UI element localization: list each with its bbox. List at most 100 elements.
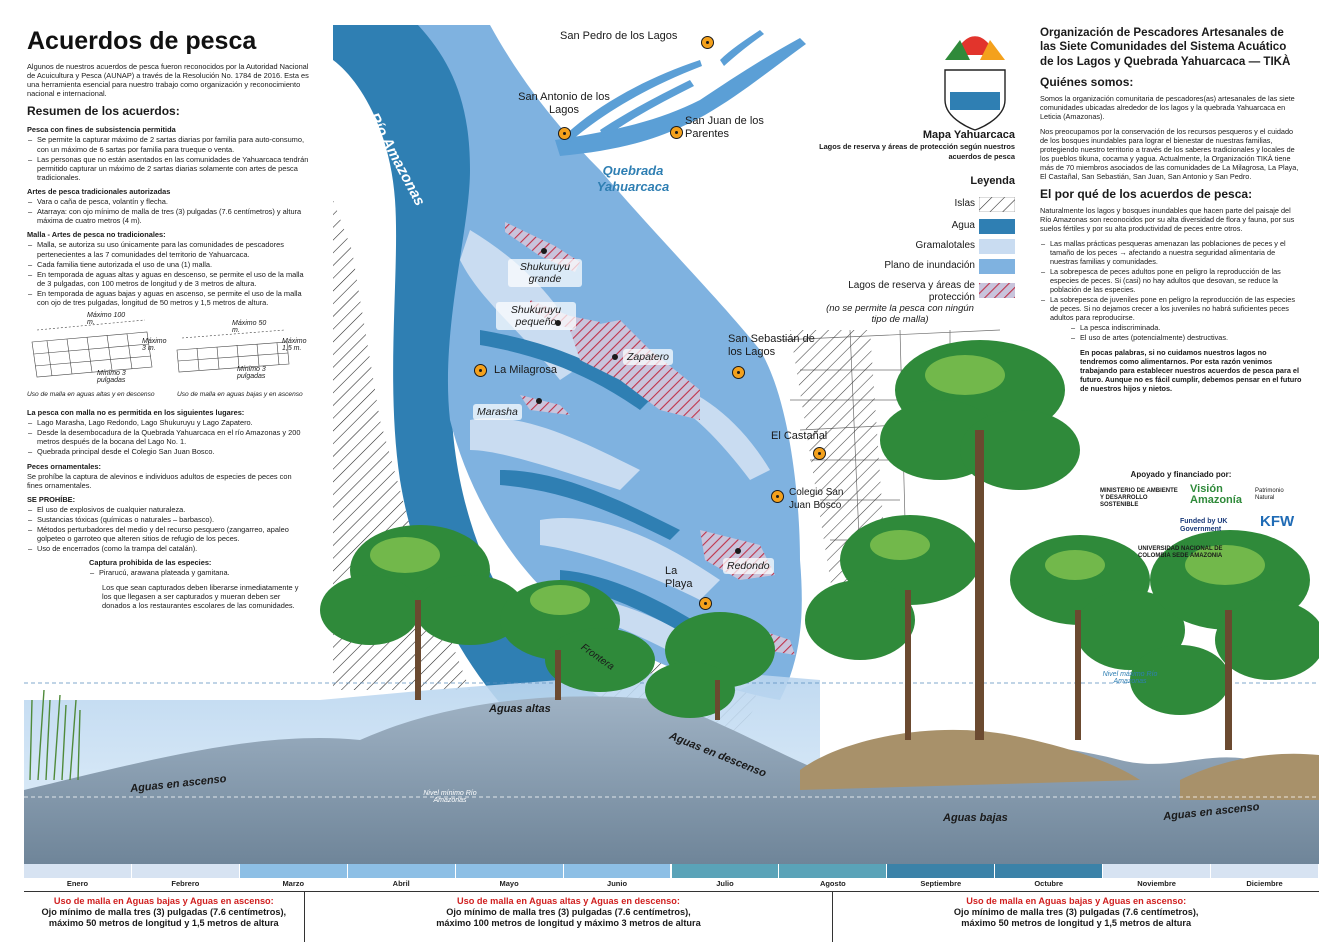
marker-icon	[474, 364, 487, 377]
list-item: Vara o caña de pesca, volantín y flecha.	[28, 197, 309, 206]
month-name: Junio	[607, 879, 628, 888]
lake-pin	[735, 548, 741, 554]
label-quebrada: Quebrada Yahuarcaca	[596, 163, 670, 194]
section-ornamentales: Peces ornamentales: Se prohíbe la captur…	[27, 461, 292, 490]
list-item: El uso de explosivos de cualquier natura…	[28, 505, 309, 514]
legend: Leyenda Islas Agua Gramalotales Plano de…	[820, 175, 1015, 325]
month-cell: Marzo	[239, 864, 348, 890]
month-season-bar	[995, 864, 1103, 878]
legend-title: Leyenda	[970, 175, 1015, 187]
legend-swatch-gramalotales	[979, 239, 1015, 254]
list-item: La sobrepesca de juveniles pone en pelig…	[1041, 295, 1302, 322]
list-item: Pirarucú, arawana plateada y gamitana.	[90, 568, 309, 577]
net-rule: Uso de malla en Aguas bajas y Aguas en a…	[833, 892, 1319, 942]
logo-patrimonio: Patrimonio Natural	[1255, 488, 1284, 501]
list-item: El uso de artes (potencialmente) destruc…	[1071, 333, 1302, 342]
month-name: Abril	[392, 879, 410, 888]
month-cell: Diciembre	[1211, 864, 1319, 890]
rule-line1: Ojo mínimo de malla tres (3) pulgadas (7…	[953, 907, 1199, 917]
lake-marasha: Marasha	[473, 404, 522, 420]
rule-title: Uso de malla en Aguas altas y Aguas en d…	[456, 896, 680, 906]
net-right-height: Máximo 1,5 m.	[282, 338, 307, 353]
list-item: Cada familia tiene autorizada el uso de …	[28, 260, 309, 269]
place-la-milagrosa: La Milagrosa	[494, 364, 557, 376]
net-right-caption: Uso de malla en aguas bajas y en ascenso	[177, 391, 303, 399]
month-name: Octubre	[1034, 879, 1064, 888]
legend-swatch-reserva	[979, 283, 1015, 298]
list-item: Quebrada principal desde el Colegio San …	[28, 447, 309, 456]
legend-item-islas: Islas	[820, 197, 1015, 213]
list-item: En temporada de aguas bajas y aguas en a…	[28, 289, 309, 307]
marker-icon	[558, 127, 571, 140]
rule-line2: máximo 50 metros de longitud y 1,5 metro…	[961, 918, 1192, 928]
month-name: Enero	[66, 879, 89, 888]
lake-shukuruyu-grande: Shukuruyu grande	[508, 259, 582, 287]
section-prohibe: SE PROHÍBE: El uso de explosivos de cual…	[27, 495, 309, 554]
logo-minambiente: MINISTERIO DE AMBIENTE Y DESARROLLO SOST…	[1100, 488, 1178, 508]
month-season-bar	[563, 864, 671, 878]
place-san-sebastian: San Sebastián de los Lagos	[728, 333, 815, 358]
rule-title: Uso de malla en Aguas bajas y Aguas en a…	[53, 896, 274, 906]
list-item: Malla, se autoriza su uso únicamente par…	[28, 240, 309, 258]
organization-crest	[944, 36, 1006, 131]
net-rules: Uso de malla en Aguas bajas y Aguas en a…	[24, 891, 1319, 942]
trees	[29, 340, 1319, 781]
list-item: La sobrepesca de peces adultos pone en p…	[1041, 267, 1302, 294]
net-illustrations: Máximo 100 m. Máximo 3 m. Mínimo 3 pulga…	[27, 312, 309, 400]
net-right-eye: Mínimo 3 pulgadas	[237, 366, 266, 381]
legend-item-agua: Agua	[820, 219, 1015, 235]
logo-vision-amazonia: Visión Amazonía	[1190, 483, 1242, 506]
marker-icon	[699, 597, 712, 610]
net-right-length: Máximo 50 m.	[232, 320, 267, 335]
month-name: Marzo	[282, 879, 305, 888]
lake-shukuruyu-pequeno: Shukuruyu pequeño	[496, 302, 576, 330]
legend-swatch-agua	[979, 219, 1015, 234]
label-aguas-bajas: Aguas bajas	[943, 812, 1008, 824]
month-season-bar	[1211, 864, 1318, 878]
rule-line2: máximo 50 metros de longitud y 1,5 metro…	[48, 918, 279, 928]
month-season-bar	[1103, 864, 1211, 878]
logo-kfw: KFW	[1260, 513, 1295, 530]
left-column: Acuerdos de pesca Algunos de nuestros ac…	[27, 26, 309, 615]
section-lugares: La pesca con malla no es permitida en lo…	[27, 408, 309, 457]
list-item: Sustancias tóxicas (químicas o naturales…	[28, 515, 309, 524]
final-note: Los que sean capturados deben liberarse …	[102, 582, 299, 610]
sponsors: Apoyado y financiado por: MINISTERIO DE …	[1040, 470, 1302, 559]
section-ground	[24, 696, 1319, 864]
month-cell: Septiembre	[887, 864, 996, 890]
month-season-bar	[239, 864, 347, 878]
section-especies: Captura prohibida de las especies: Pirar…	[89, 558, 309, 577]
month-season-bar	[887, 864, 995, 878]
net-left-length: Máximo 100 m.	[87, 312, 126, 327]
label-nivel-max: Nivel máximo Río Amazonas	[1102, 671, 1158, 685]
legend-item-gramalotales: Gramalotales	[820, 239, 1015, 255]
net-left-eye: Mínimo 3 pulgadas	[97, 370, 126, 385]
right-column: Organización de Pescadores Artesanales d…	[1040, 26, 1302, 399]
lake-pin	[536, 398, 542, 404]
support-title: Apoyado y financiado por:	[1130, 470, 1232, 479]
place-san-antonio: San Antonio de los Lagos	[518, 91, 610, 116]
summary-title: Resumen de los acuerdos:	[27, 104, 180, 119]
lake-pin	[555, 320, 561, 326]
month-season-bar	[455, 864, 563, 878]
month-season-bar	[347, 864, 455, 878]
month-cell: Abril	[347, 864, 456, 890]
marker-icon	[732, 366, 745, 379]
rio-amazonas	[333, 25, 640, 760]
list-item: Lago Marasha, Lago Redondo, Lago Shukuru…	[28, 418, 309, 427]
why-p2: En pocas palabras, si no cuidamos nuestr…	[1080, 348, 1302, 394]
intro-text: Algunos de nuestros acuerdos de pesca fu…	[27, 62, 309, 99]
month-season-bar	[671, 864, 779, 878]
lake-redondo: Redondo	[723, 558, 774, 574]
rule-line1: Ojo mínimo de malla tres (3) pulgadas (7…	[446, 907, 691, 917]
who-p1: Somos la organización comunitaria de pes…	[1040, 94, 1295, 122]
list-item: Uso de encerrados (como la trampa del ca…	[28, 544, 309, 553]
section-malla: Malla - Artes de pesca no tradicionales:…	[27, 230, 309, 307]
month-season-bar	[131, 864, 239, 878]
month-name: Mayo	[499, 879, 519, 888]
legend-item-reserva: Lagos de reserva y áreas de protección	[820, 279, 1015, 303]
list-item: En temporada de aguas altas y aguas en d…	[28, 270, 309, 288]
marker-icon	[813, 447, 826, 460]
place-san-juan: San Juan de los Parentes	[685, 115, 764, 140]
section-artes: Artes de pesca tradicionales autorizadas…	[27, 187, 309, 225]
